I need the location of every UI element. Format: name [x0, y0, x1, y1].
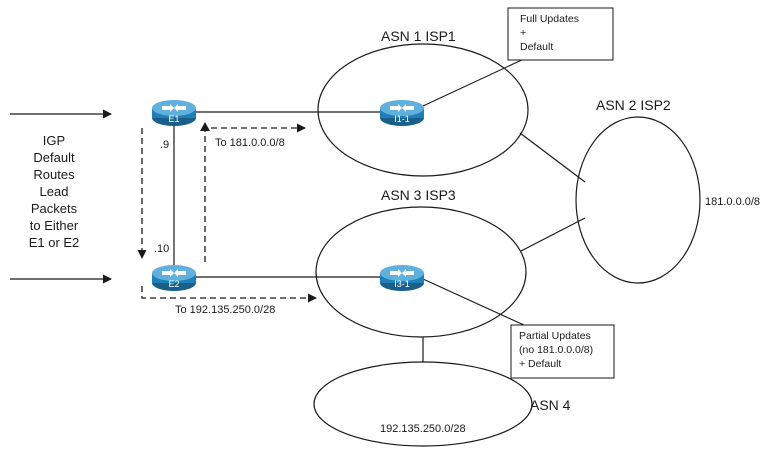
asn2-isp2-label: ASN 2 ISP2: [596, 97, 671, 113]
side-label-line-3: Routes: [33, 167, 75, 182]
side-label-line-1: IGP: [43, 133, 65, 148]
arrow-label-to-isp1: To 181.0.0.0/8: [215, 137, 285, 149]
callout-full-line-3: Default: [520, 41, 553, 53]
callout-partial-line-2: (no 181.0.0.0/8): [519, 344, 593, 356]
dashed-path-e2-to-isp3: [141, 286, 317, 303]
e2-interface-label: .10: [154, 243, 169, 255]
router-e2[interactable]: E2: [152, 265, 196, 291]
router-i1-1[interactable]: I1-1: [380, 100, 424, 126]
asn4-prefix-label: 192.135.250.0/28: [380, 423, 466, 435]
router-e1[interactable]: E1: [152, 100, 196, 126]
router-i1-1-label: I1-1: [394, 114, 410, 124]
callout-leader-full: [422, 57, 527, 107]
router-arrows-icon: [162, 104, 186, 112]
callout-full-line-2: +: [520, 27, 526, 39]
router-arrows-icon: [390, 104, 414, 112]
isp2-prefix-label: 181.0.0.0/8: [705, 196, 760, 208]
callout-leader-partial: [422, 278, 538, 332]
link-isp3-isp2: [520, 217, 586, 252]
callout-full-line-1: Full Updates: [520, 13, 579, 25]
callout-partial-line-1: Partial Updates: [519, 330, 591, 342]
router-i3-1-label: I3-1: [394, 279, 410, 289]
asn2-isp2-cloud: [575, 116, 701, 284]
router-e1-label: E1: [168, 114, 179, 124]
router-arrows-icon: [390, 269, 414, 277]
side-label-line-4: Lead: [40, 184, 69, 199]
side-label-line-5: Packets: [31, 201, 78, 216]
link-isp1-isp2: [519, 132, 586, 183]
asn3-isp3-label: ASN 3 ISP3: [381, 187, 456, 203]
router-arrows-icon: [162, 269, 186, 277]
side-label-line-7: E1 or E2: [29, 235, 80, 250]
side-label: IGP Default Routes Lead Packets to Eithe…: [29, 133, 80, 250]
e1-interface-label: .9: [160, 139, 169, 151]
router-i3-1[interactable]: I3-1: [380, 265, 424, 291]
callout-partial-line-3: + Default: [519, 358, 561, 370]
dashed-arrow-up-head: [200, 122, 210, 131]
callout-partial-updates: Partial Updates (no 181.0.0.0/8) + Defau…: [510, 324, 615, 379]
side-label-line-2: Default: [33, 150, 75, 165]
asn1-isp1-label: ASN 1 ISP1: [381, 28, 456, 44]
router-e2-label: E2: [168, 279, 179, 289]
arrow-label-to-isp3: To 192.135.250.0/28: [175, 304, 275, 316]
side-label-line-6: to Either: [30, 218, 79, 233]
asn4-label: ASN 4: [530, 397, 571, 413]
callout-full-updates: Full Updates + Default: [507, 7, 614, 61]
